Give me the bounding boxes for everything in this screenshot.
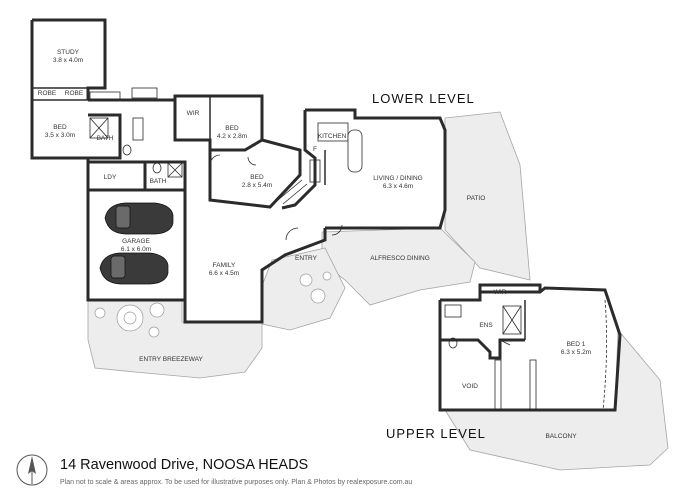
room-bath-1: BATH [96, 135, 114, 142]
plant-icon [94, 307, 106, 319]
room-entry: ENTRY [295, 255, 317, 262]
plan-disclaimer: Plan not to scale & areas approx. To be … [60, 479, 413, 486]
lower-level-heading: LOWER LEVEL [372, 91, 475, 106]
room-breezeway: ENTRY BREEZEWAY [139, 356, 203, 363]
room-robe-2: ROBE [64, 90, 84, 97]
room-bed-lower-name: BED [250, 174, 264, 181]
room-garage-name: GARAGE [122, 238, 150, 245]
plant-icon [310, 288, 326, 304]
room-living-name: LIVING / DINING [373, 175, 423, 182]
room-bed-mid-name: BED [225, 125, 239, 132]
compass-icon [16, 454, 48, 486]
upper-level-heading: UPPER LEVEL [386, 426, 486, 441]
room-study: STUDY 3.8 x 4.0m [53, 49, 83, 65]
room-bath-2: BATH [149, 178, 167, 185]
garden-plants [94, 271, 332, 338]
room-balcony: BALCONY [545, 433, 577, 440]
balcony-area [444, 328, 669, 471]
property-address: 14 Ravenwood Drive, NOOSA HEADS [60, 457, 309, 473]
room-study-name: STUDY [56, 49, 80, 56]
car-icon [104, 202, 174, 235]
plant-icon [299, 273, 313, 287]
plant-icon [148, 326, 160, 338]
room-bed-lower-dim: 2.8 x 5.4m [241, 182, 273, 189]
room-bed-left: BED 3.5 x 3.0m [45, 124, 75, 140]
room-kitchen: KITCHEN [317, 133, 347, 140]
room-void: VOID [462, 383, 478, 390]
room-bed-left-name: BED [53, 124, 67, 131]
alfresco-area [321, 227, 476, 306]
lower-level-walls [30, 18, 447, 324]
room-bed-left-dim: 3.5 x 3.0m [44, 132, 76, 139]
room-patio: PATIO [466, 195, 486, 202]
room-bed1: BED 1 6.3 x 5.2m [561, 341, 591, 357]
room-bed-mid-dim: 4.2 x 2.8m [216, 133, 248, 140]
room-wir-lower: WIR [186, 110, 200, 117]
outdoor-areas [87, 111, 669, 471]
plant-icon [123, 311, 137, 325]
room-fridge: F [313, 146, 317, 153]
breezeway-area [87, 299, 263, 379]
room-family-dim: 6.6 x 4.5m [208, 270, 240, 277]
room-living-dim: 6.3 x 4.6m [382, 183, 414, 190]
room-living: LIVING / DINING 6.3 x 4.6m [373, 175, 422, 191]
room-study-dim: 3.8 x 4.0m [52, 57, 84, 64]
room-robe-1: ROBE [37, 90, 57, 97]
garage-cars [99, 202, 174, 285]
car-icon [99, 252, 169, 285]
plant-icon [149, 302, 165, 318]
room-bed1-dim: 6.3 x 5.2m [560, 349, 592, 356]
room-alfresco: ALFRESCO DINING [370, 255, 430, 262]
upper-level-fixtures [444, 299, 607, 411]
room-wir-upper: WIR [493, 289, 507, 296]
plant-icon [322, 271, 332, 281]
room-family: FAMILY 6.6 x 4.5m [209, 262, 239, 278]
room-ens: ENS [479, 322, 493, 329]
room-ldy: LDY [103, 174, 117, 181]
lower-level-fixtures [89, 87, 363, 241]
room-bed-lower: BED 2.8 x 5.4m [242, 174, 272, 190]
room-garage-dim: 6.1 x 6.0m [120, 246, 152, 253]
room-garage: GARAGE 6.1 x 6.0m [121, 238, 151, 254]
room-bed1-name: BED 1 [566, 341, 586, 348]
room-bed-mid: BED 4.2 x 2.8m [217, 125, 247, 141]
room-family-name: FAMILY [212, 262, 236, 269]
